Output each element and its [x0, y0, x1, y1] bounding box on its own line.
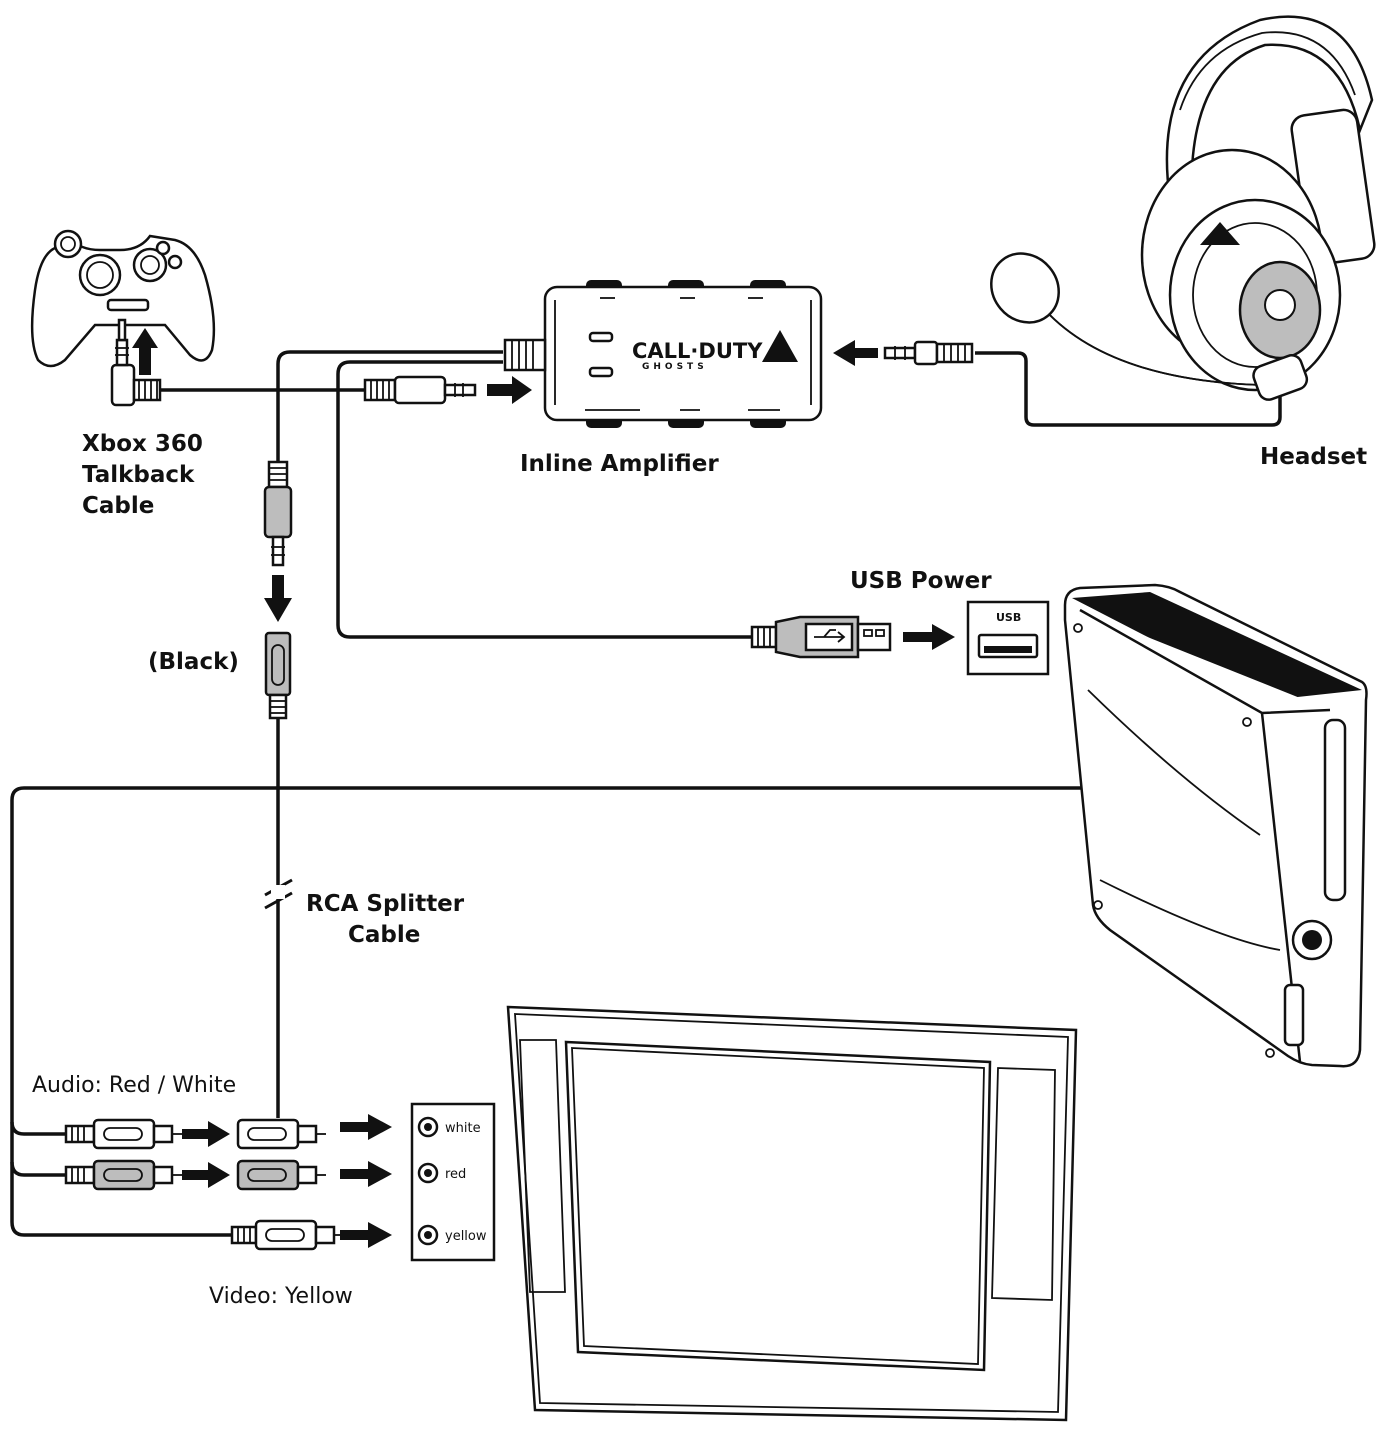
usb-port-icon: USB — [966, 600, 1050, 676]
label-rca-splitter-line1: RCA Splitter — [306, 891, 465, 917]
rca-plug-icon — [230, 1219, 344, 1251]
usb-power-cable — [336, 360, 752, 639]
headset-cable — [975, 351, 1282, 427]
label-audio: Audio: Red / White — [32, 1073, 236, 1098]
label-talkback-line2: Talkback — [82, 462, 195, 488]
inline-amplifier-icon: CALL·DUTY GHOSTS — [503, 280, 823, 428]
jack-label-white: white — [445, 1121, 481, 1136]
arrow-icon — [132, 328, 158, 375]
arrow-icon — [487, 376, 532, 404]
arrow-icon — [340, 1114, 392, 1140]
label-rca-splitter-line2: Cable — [348, 922, 420, 948]
usb-port-label: USB — [996, 611, 1021, 624]
xbox-controller-icon — [30, 229, 216, 368]
label-video: Video: Yellow — [209, 1284, 353, 1309]
amp-logo-title: CALL·DUTY — [632, 339, 763, 363]
label-usb-power: USB Power — [850, 568, 992, 594]
headset-icon — [990, 15, 1376, 401]
rca-plug-icon — [64, 1118, 182, 1150]
audio-jack-icon — [363, 375, 477, 405]
audio-jack-icon — [263, 460, 293, 567]
amp-logo-subtitle: GHOSTS — [642, 362, 708, 372]
audio-jack-icon — [110, 318, 162, 407]
cables — [10, 350, 1282, 1237]
jack-label-yellow: yellow — [445, 1229, 487, 1244]
arrow-icon — [182, 1162, 230, 1188]
label-talkback-line1: Xbox 360 — [82, 431, 203, 457]
usb-plug-icon — [750, 615, 892, 659]
rca-plug-icon — [64, 1159, 182, 1191]
arrow-icon — [903, 624, 955, 650]
rca-plug-icon — [236, 1159, 326, 1191]
television-icon — [506, 1005, 1078, 1422]
label-inline-amplifier: Inline Amplifier — [520, 451, 719, 477]
arrow-icon — [182, 1121, 230, 1147]
console-av-cable — [10, 786, 1085, 1237]
label-black: (Black) — [148, 649, 239, 675]
arrow-icon — [833, 340, 878, 366]
rca-plug-icon — [236, 1118, 326, 1150]
amp-to-splitter-cable — [276, 350, 503, 462]
audio-jack-icon — [883, 340, 974, 366]
arrow-icon — [264, 575, 292, 622]
arrow-icon — [340, 1161, 392, 1187]
label-headset: Headset — [1260, 444, 1367, 470]
label-talkback-line3: Cable — [82, 493, 154, 519]
rca-plug-icon — [264, 631, 292, 720]
xbox-console-icon — [1063, 583, 1368, 1068]
cable-break-mark — [264, 891, 293, 910]
arrow-icon — [340, 1222, 392, 1248]
jack-label-red: red — [445, 1167, 466, 1182]
tv-jack-panel: white red yellow — [410, 1102, 496, 1262]
